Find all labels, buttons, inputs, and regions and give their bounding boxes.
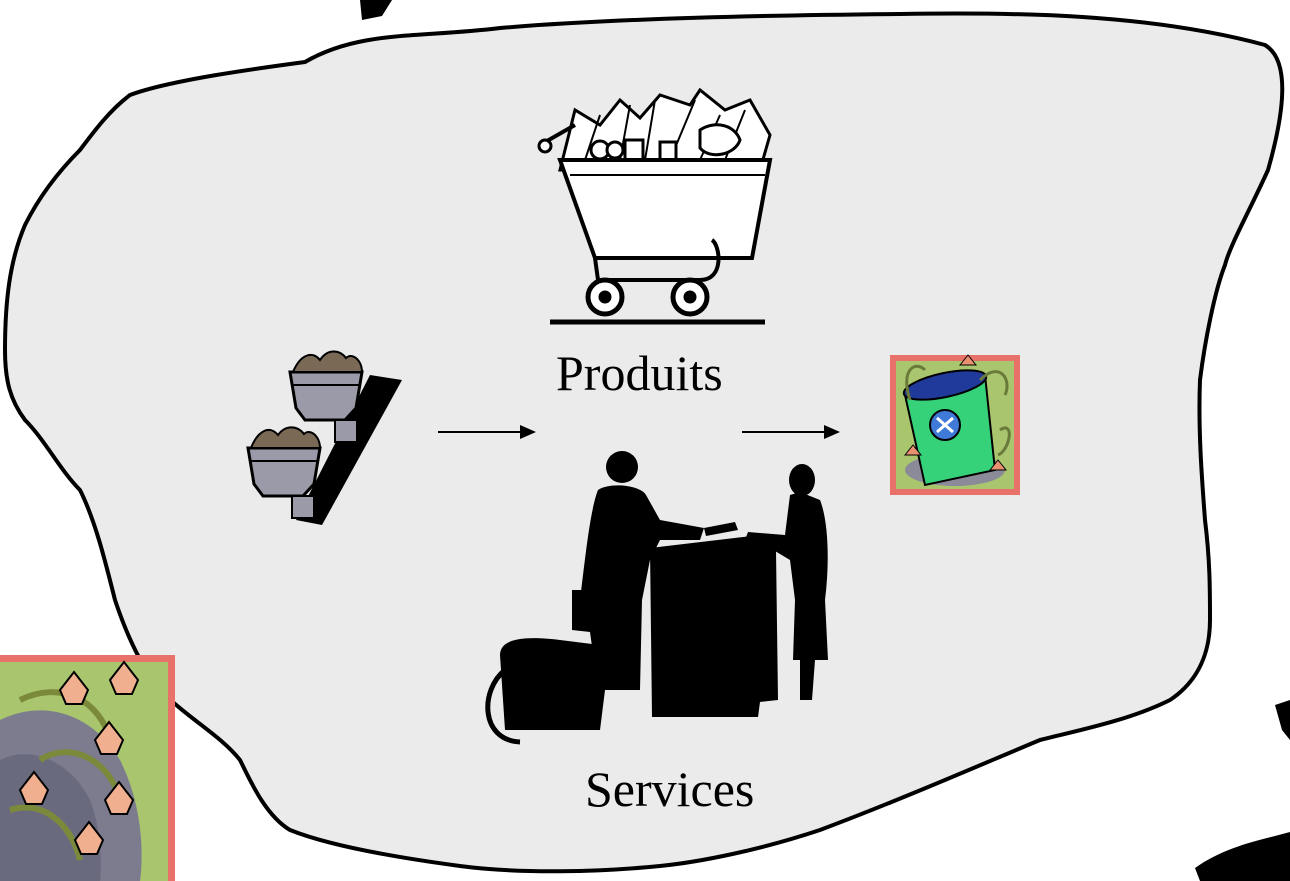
black-stroke-fragment-right [1275,700,1290,740]
wilted-plants-clipart-icon [0,655,175,881]
products-label: Produits [556,345,723,401]
toxic-waste-barrel-icon [890,354,1020,495]
services-label: Services [585,761,755,817]
arrow-center-to-output [742,425,840,439]
counter-service-people-icon [485,451,828,745]
black-stroke-fragment-top [360,0,392,20]
shopping-cart-icon [537,87,773,325]
arrow-input-to-center [438,425,536,439]
system-blob [2,11,1285,874]
black-stroke-fragment-bottom-right [1195,832,1290,881]
ore-mine-carts-icon [246,350,402,525]
